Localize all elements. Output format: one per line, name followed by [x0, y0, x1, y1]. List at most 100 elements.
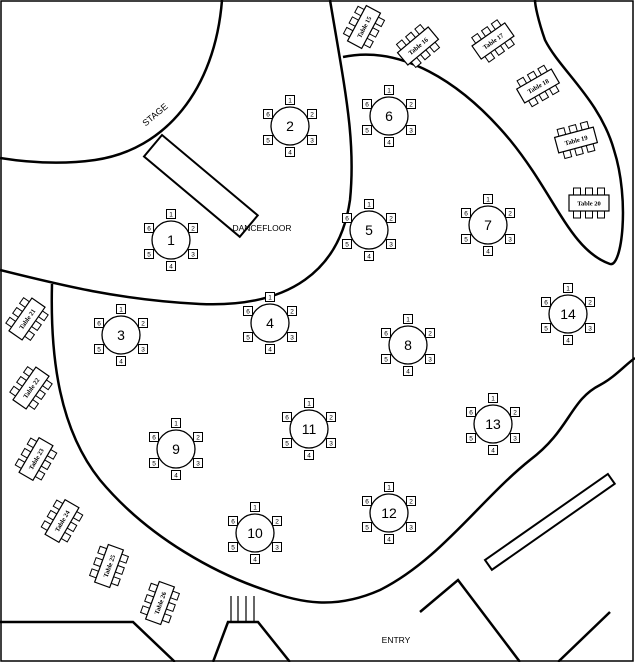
seat: 5: [541, 323, 551, 333]
entry-wall-far-right: [557, 611, 611, 662]
table-top: [515, 68, 561, 104]
table-top: [468, 205, 508, 245]
long-table: Table 16: [395, 23, 441, 69]
stage-platform: [142, 133, 260, 239]
seat: 6: [342, 213, 352, 223]
table-number: 11: [302, 421, 317, 437]
seat: [597, 210, 605, 219]
seat: 6: [362, 496, 372, 506]
seat-number: 6: [152, 435, 156, 442]
seat-number: 4: [387, 140, 391, 147]
seat-number: 4: [174, 473, 178, 480]
seat: 2: [193, 432, 203, 442]
seat-number: 3: [141, 347, 145, 354]
table-top: [349, 210, 389, 250]
seat-number: 2: [310, 112, 314, 119]
seat-number: 5: [285, 441, 289, 448]
long-table: Table 25: [88, 543, 130, 589]
long-table: Table 18: [515, 64, 561, 108]
seat: 3: [406, 522, 416, 532]
seat-number: 6: [285, 415, 289, 422]
seat: 1: [384, 482, 394, 492]
entry-wall-right: [419, 578, 521, 662]
table-top: [289, 409, 329, 449]
seat-number: 4: [406, 369, 410, 376]
seat-number: 2: [409, 499, 413, 506]
seat: 3: [386, 239, 396, 249]
table-top: [568, 194, 610, 212]
table-top: [18, 436, 54, 482]
table-number: 3: [117, 327, 125, 343]
table-number: 12: [381, 505, 397, 521]
seat: 5: [94, 344, 104, 354]
seat: 3: [138, 344, 148, 354]
table-top: [369, 493, 409, 533]
seat: 2: [287, 306, 297, 316]
seat-number: 2: [329, 415, 333, 422]
seat-number: 5: [365, 128, 369, 135]
seat: 2: [272, 516, 282, 526]
seat-number: 6: [246, 309, 250, 316]
seat: 6: [228, 516, 238, 526]
seat: 1: [304, 398, 314, 408]
seat-number: 1: [169, 212, 173, 219]
seat: 3: [326, 438, 336, 448]
lounge-boundary: [342, 0, 625, 266]
seat-number: 1: [307, 401, 311, 408]
seat: 6: [541, 297, 551, 307]
table-number: 10: [247, 525, 263, 541]
seat: 1: [265, 292, 275, 302]
seat: 2: [406, 496, 416, 506]
seat-number: 4: [307, 453, 311, 460]
seat: [585, 187, 593, 196]
seat: 4: [488, 445, 498, 455]
table-top: [553, 126, 599, 154]
long-table: Table 17: [471, 19, 515, 63]
table-number: 2: [286, 118, 294, 134]
table-top: [101, 315, 141, 355]
table-top: [473, 404, 513, 444]
bar-counter: [483, 472, 617, 572]
seat-number: 5: [544, 326, 548, 333]
seat-number: 2: [508, 211, 512, 218]
seat: [573, 187, 581, 196]
seat-number: 1: [367, 202, 371, 209]
seat: 6: [144, 223, 154, 233]
seat: 5: [342, 239, 352, 249]
seat-number: 3: [513, 436, 517, 443]
seat: [597, 187, 605, 196]
seat-number: 5: [345, 242, 349, 249]
seat-number: 4: [491, 448, 495, 455]
table-top: [12, 366, 50, 410]
seat-number: 5: [246, 335, 250, 342]
seat: 5: [263, 135, 273, 145]
seat-number: 1: [486, 197, 490, 204]
seat: 3: [510, 433, 520, 443]
seat-number: 5: [384, 357, 388, 364]
seat-number: 4: [253, 557, 257, 564]
seat: 5: [381, 354, 391, 364]
seat-number: 4: [387, 537, 391, 544]
seat: 6: [243, 306, 253, 316]
table-number: 7: [484, 217, 492, 233]
seat-number: 5: [469, 436, 473, 443]
seat: 5: [461, 234, 471, 244]
seat-number: 1: [253, 505, 257, 512]
seat: 1: [384, 85, 394, 95]
seat-number: 4: [288, 150, 292, 157]
seat-number: 4: [367, 254, 371, 261]
seat-number: 2: [191, 226, 195, 233]
table-top: [144, 580, 176, 626]
seat-number: 3: [329, 441, 333, 448]
seat-number: 1: [119, 307, 123, 314]
seat-number: 1: [491, 396, 495, 403]
long-table: Table 20: [568, 187, 610, 219]
seat: 6: [461, 208, 471, 218]
seat: 6: [282, 412, 292, 422]
